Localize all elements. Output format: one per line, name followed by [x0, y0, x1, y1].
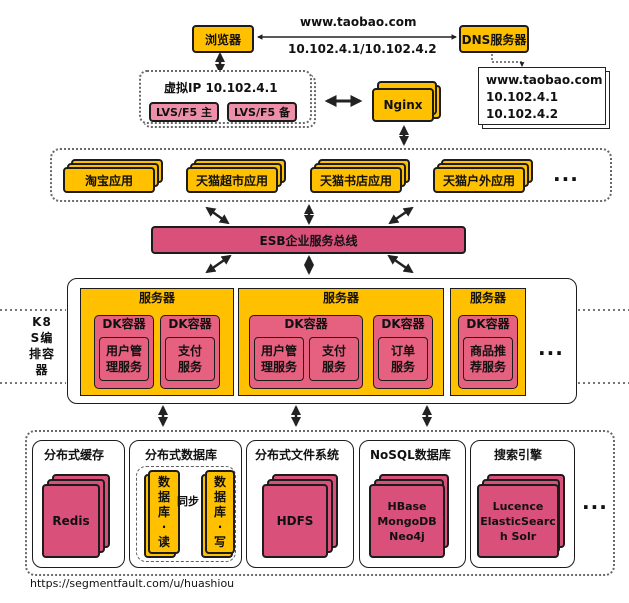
db-read: 数据库·读 — [148, 470, 180, 554]
app-taobao: 淘宝应用 — [63, 167, 155, 193]
fs-title: 分布式文件系统 — [255, 448, 340, 462]
dns-record-ip1: 10.102.4.1 — [486, 90, 559, 104]
db-write: 数据库·写 — [205, 470, 235, 554]
service-order: 订单服务 — [378, 337, 428, 381]
esb-bus: ESB企业服务总线 — [151, 226, 466, 254]
apps-ellipsis: ... — [553, 162, 579, 186]
dk-container-title: DK容器 — [381, 317, 425, 331]
service-payment: 支付服务 — [309, 337, 359, 381]
redis-box: Redis — [42, 484, 100, 558]
ip-label: 10.102.4.1/10.102.4.2 — [288, 42, 437, 56]
search-title: 搜索引擎 — [494, 448, 543, 462]
cache-title: 分布式缓存 — [44, 448, 105, 462]
dns-record-ip2: 10.102.4.2 — [486, 107, 559, 121]
dk-container-title: DK容器 — [466, 317, 510, 331]
lvs-backup: LVS/F5 备 — [227, 102, 297, 122]
dns-record-card: www.taobao.com 10.102.4.1 10.102.4.2 — [478, 67, 606, 125]
app-tmall-outdoor: 天猫户外应用 — [433, 167, 525, 193]
sync-label: 同步 — [177, 495, 199, 508]
dns-server-box: DNS服务器 — [459, 25, 529, 53]
nosql-products-box: HBase MongoDB Neo4j — [369, 484, 445, 558]
service-user-mgmt: 用户管理服务 — [254, 337, 304, 381]
service-user-mgmt: 用户管理服务 — [99, 337, 149, 381]
app-tmall-supermarket: 天猫超市应用 — [186, 167, 278, 193]
browser-box: 浏览器 — [192, 25, 254, 53]
application-layer — [50, 148, 612, 202]
dk-container-title: DK容器 — [168, 317, 212, 331]
storage-layer — [25, 430, 615, 576]
nosql-title: NoSQL数据库 — [370, 448, 451, 462]
server-2-title: 服务器 — [322, 291, 359, 305]
dk-container-title: DK容器 — [284, 317, 328, 331]
virtual-ip-label: 虚拟IP 10.102.4.1 — [164, 81, 278, 95]
k8s-label: K8S编排容器 — [28, 315, 55, 377]
nginx-box: Nginx — [372, 88, 434, 122]
service-recommend: 商品推荐服务 — [463, 337, 513, 381]
db-title: 分布式数据库 — [145, 448, 218, 462]
storage-ellipsis: ... — [582, 490, 608, 514]
search-products-box: Lucence ElasticSearch Solr — [477, 484, 559, 558]
dns-record-domain: www.taobao.com — [486, 73, 603, 87]
source-url: https://segmentfault.com/u/huashiou — [30, 577, 235, 590]
domain-label: www.taobao.com — [300, 15, 417, 29]
service-payment: 支付服务 — [165, 337, 215, 381]
lvs-master: LVS/F5 主 — [149, 102, 219, 122]
servers-ellipsis: ... — [538, 336, 564, 360]
dk-container-title: DK容器 — [102, 317, 146, 331]
server-1-title: 服务器 — [138, 291, 175, 305]
server-3-title: 服务器 — [469, 291, 506, 305]
hdfs-box: HDFS — [262, 484, 328, 558]
app-tmall-bookstore: 天猫书店应用 — [310, 167, 402, 193]
dns-card-connector — [491, 54, 525, 67]
